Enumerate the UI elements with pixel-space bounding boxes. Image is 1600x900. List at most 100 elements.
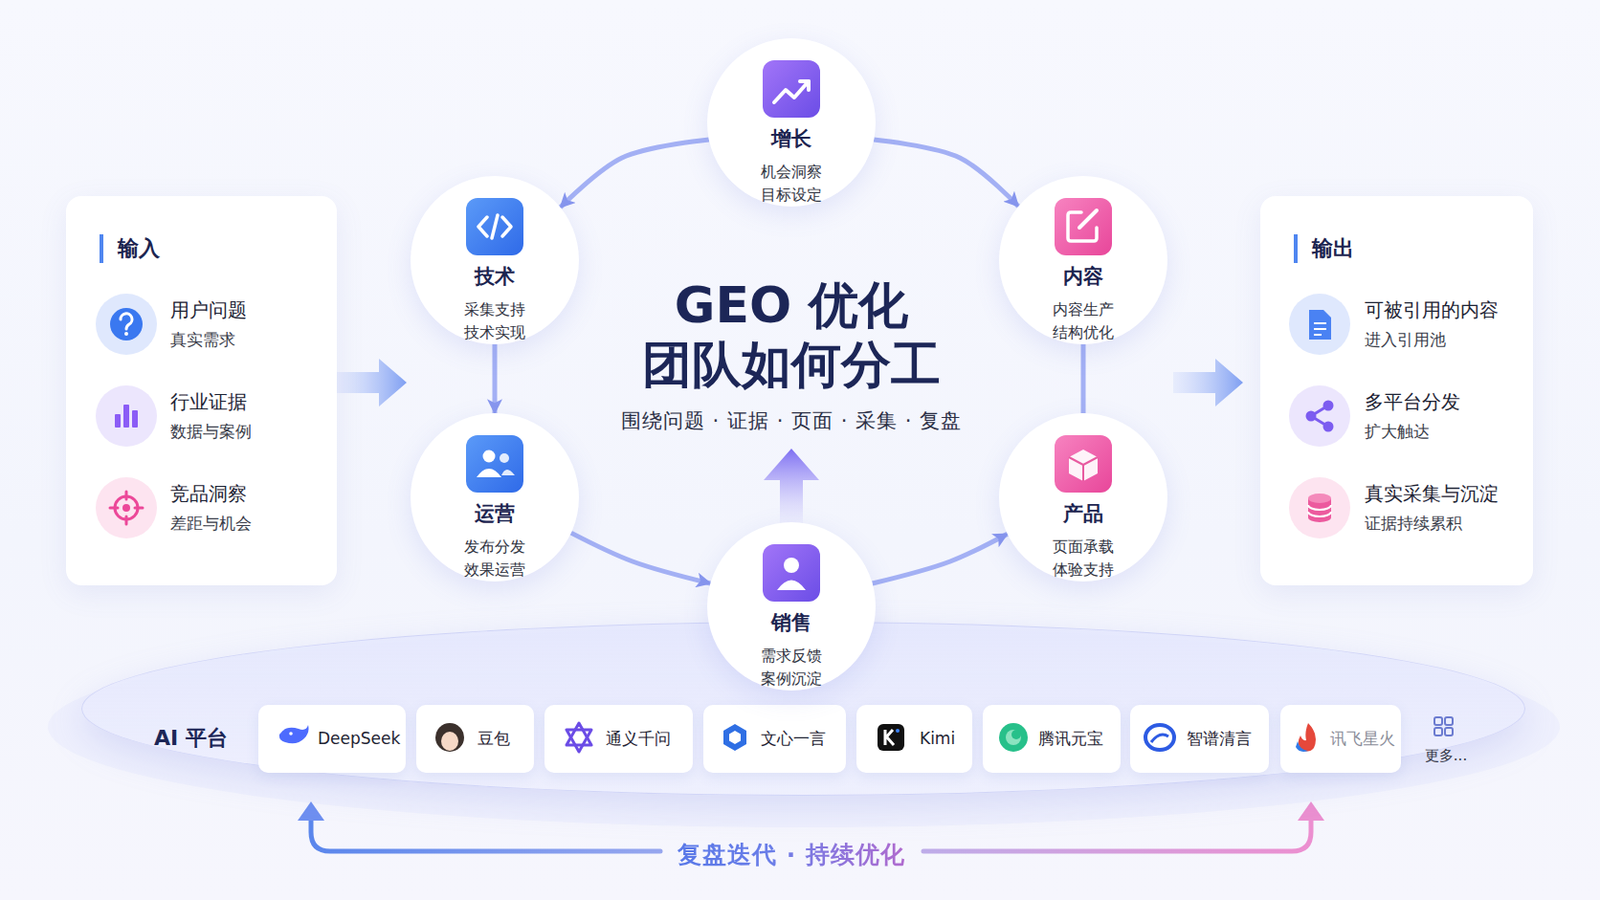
diagram-title: GEO 优化 团队如何分工: [600, 275, 983, 395]
cycle-connector: [873, 139, 1019, 207]
cycle-connector: [492, 344, 498, 414]
role-title: 内容: [999, 263, 1168, 290]
chart-icon-part: [132, 410, 138, 428]
platform-name: 文心一言: [760, 705, 846, 774]
role-circle: 运营发布分发 效果运营: [410, 413, 579, 582]
more-icon-part: [1444, 728, 1453, 736]
target-icon-part: [114, 496, 138, 520]
item-desc: 真实需求: [170, 328, 329, 352]
output-arrow: [1173, 358, 1244, 407]
code-icon-part: [491, 215, 498, 239]
role-duties: 采集支持 技术实现: [442, 298, 548, 345]
role-circle: 内容内容生产 结构优化: [999, 176, 1168, 345]
xunfei-logo-part: [1295, 741, 1309, 753]
panel-box: 输出可被引用的内容进入引用池多平台分发扩大触达真实采集与沉淀证据持续累积: [1260, 196, 1534, 586]
share-icon-part: [1311, 405, 1329, 427]
target-icon-part: [95, 477, 157, 539]
person-icon-part: [783, 557, 800, 574]
person-icon: [762, 544, 821, 602]
cycle-connector: [1081, 344, 1087, 414]
role-circle: 增长机会洞察 目标设定: [707, 38, 876, 207]
doubao-logo: [435, 723, 465, 753]
document-icon-part: [1288, 293, 1351, 356]
growth-icon-part: [800, 81, 809, 90]
xunfei-logo-part: [1298, 723, 1316, 753]
role-title: 产品: [999, 500, 1168, 528]
platform-name: 讯飞星火: [1330, 705, 1401, 774]
yuanbao-logo-part: [1011, 730, 1022, 740]
role-duties: 机会洞察 目标设定: [738, 160, 845, 207]
xunfei-logo: [1295, 723, 1316, 753]
role-title: 销售: [707, 609, 876, 637]
more-icon: [1434, 717, 1453, 736]
target-icon-part: [122, 504, 131, 512]
zhipu-logo-part: [1145, 725, 1175, 751]
code-icon: [466, 198, 524, 256]
role-duties: 发布分发 效果运营: [442, 535, 548, 582]
platform-chip: DeepSeek: [258, 705, 406, 774]
tongyi-logo-part: [566, 723, 592, 746]
role-duties: 页面承载 体验支持: [1030, 535, 1136, 582]
target-icon: [95, 477, 157, 539]
item-title: 用户问题: [170, 296, 329, 324]
tongyi-logo-part: [566, 730, 592, 753]
item-desc: 证据持续累积: [1364, 511, 1528, 535]
panel-heading: 输出: [1293, 234, 1534, 264]
cube-icon-part: [1068, 449, 1098, 482]
platform-name: Kimi: [919, 705, 973, 774]
document-icon: [1288, 293, 1351, 356]
edit-icon-part: [1054, 198, 1112, 256]
growth-icon-part: [762, 60, 821, 118]
people-icon-part: [466, 435, 524, 493]
kimi-logo: [877, 724, 905, 752]
item-title: 行业证据: [170, 388, 329, 416]
yuanbao-logo-part: [999, 723, 1028, 753]
more-icon-part: [1434, 717, 1443, 726]
growth-icon: [762, 60, 821, 118]
deepseek-logo-part: [288, 732, 293, 736]
cube-icon-part: [1068, 457, 1098, 466]
growth-icon-part: [774, 81, 809, 103]
yuanbao-logo-part: [1005, 730, 1022, 746]
role-circle: 技术采集支持 技术实现: [410, 176, 579, 345]
platform-chip: 智谱清言: [1130, 705, 1269, 774]
item-desc: 数据与案例: [170, 420, 329, 444]
panel-heading: 输入: [99, 234, 337, 264]
role-duties: 内容生产 结构优化: [1030, 298, 1136, 345]
share-icon-part: [1323, 400, 1334, 412]
list-item: 真实采集与沉淀证据持续累积: [1283, 474, 1528, 542]
role-title: 技术: [410, 263, 579, 290]
platform-chip: 豆包: [416, 705, 534, 774]
item-desc: 扩大触达: [1364, 420, 1528, 444]
more-label: 更多...: [1417, 746, 1475, 766]
platform-chip: 通义千问: [544, 705, 693, 774]
database-icon: [1288, 477, 1351, 539]
wenxin-logo: [723, 724, 747, 752]
item-desc: 进入引用池: [1364, 328, 1528, 352]
list-item: 多平台分发扩大触达: [1283, 382, 1528, 450]
item-title: 真实采集与沉淀: [1364, 480, 1528, 508]
platform-chip: 文心一言: [703, 705, 846, 774]
zhipu-logo-part: [1151, 734, 1169, 743]
edit-icon: [1054, 198, 1112, 256]
panel-box: 输入用户问题真实需求行业证据数据与案例竞品洞察差距与机会: [66, 196, 337, 586]
wenxin-logo-part: [729, 731, 741, 745]
up-arrow: [763, 448, 820, 533]
doubao-logo-part: [441, 732, 459, 752]
list-item: 竞品洞察差距与机会: [88, 474, 329, 542]
loop-label: 复盘迭代 · 持续优化: [600, 840, 983, 871]
cube-icon-part: [1054, 435, 1112, 493]
chart-icon-part: [123, 404, 130, 428]
kimi-logo-part: [885, 730, 894, 746]
database-icon-part: [1308, 505, 1332, 517]
chart-icon-part: [114, 414, 121, 428]
share-icon-part: [1306, 411, 1317, 423]
question-icon-part: [120, 313, 133, 330]
platform-name: 智谱清言: [1186, 705, 1269, 774]
loop-arrowhead: [297, 801, 325, 822]
platform-name: 豆包: [477, 705, 534, 774]
edit-icon-part: [1067, 212, 1097, 242]
code-icon-part: [478, 217, 488, 237]
